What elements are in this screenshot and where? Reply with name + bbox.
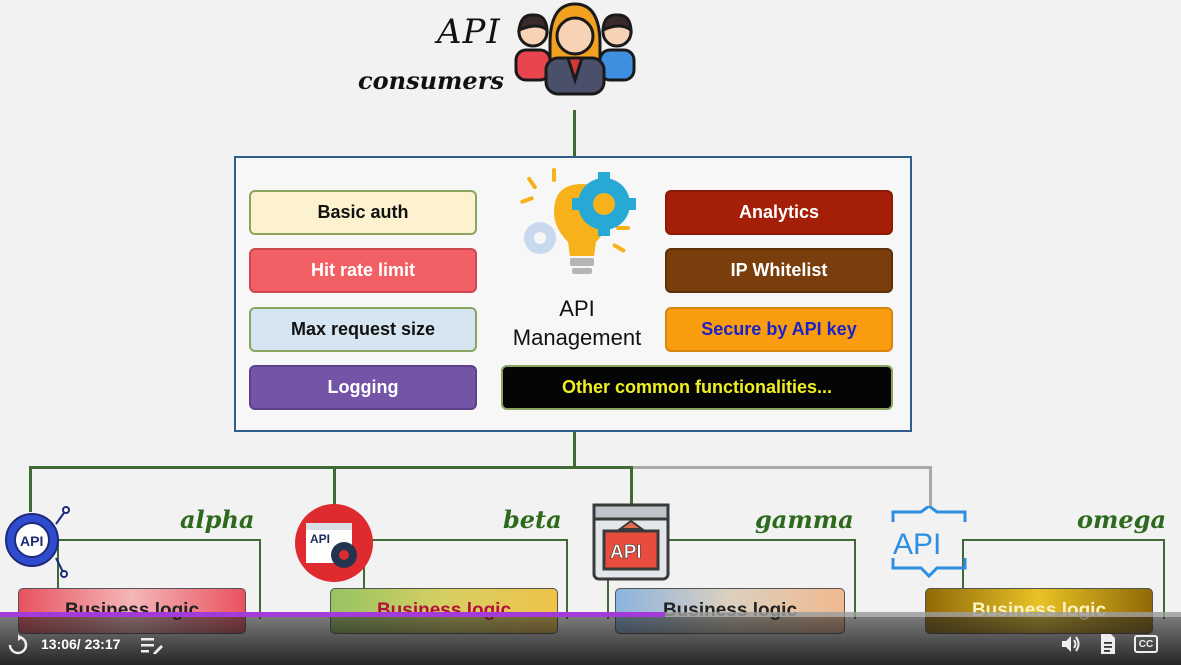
service-gamma-name: gamma bbox=[755, 505, 854, 534]
api-browser-window-icon: API bbox=[592, 503, 670, 581]
alpha-drop-line bbox=[29, 466, 32, 512]
svg-text:API: API bbox=[310, 532, 330, 546]
beta-drop-line bbox=[333, 466, 336, 510]
closed-captions-button[interactable]: CC bbox=[1134, 635, 1158, 653]
feature-hit-rate-limit: Hit rate limit bbox=[249, 248, 477, 293]
service-alpha-box bbox=[57, 539, 261, 619]
service-beta-name: beta bbox=[503, 505, 562, 534]
feature-logging: Logging bbox=[249, 365, 477, 410]
transcript-icon[interactable] bbox=[1099, 633, 1117, 655]
consumer-connector-line bbox=[573, 110, 576, 157]
feature-secure-by-api-key: Secure by API key bbox=[665, 307, 893, 352]
api-bracket-icon: API bbox=[891, 506, 967, 579]
feature-other-functionalities: Other common functionalities... bbox=[501, 365, 893, 410]
api-window-gear-icon: API bbox=[295, 504, 373, 582]
backend-bus-line bbox=[29, 466, 632, 469]
lightbulb-gear-icon bbox=[520, 168, 636, 274]
consumers-people-icon bbox=[514, 2, 636, 96]
service-omega-box bbox=[962, 539, 1165, 619]
video-progress-fill bbox=[0, 612, 665, 617]
consumers-api-label: API bbox=[437, 12, 501, 52]
omega-drop-line bbox=[929, 466, 932, 506]
service-beta-box bbox=[363, 539, 568, 619]
service-omega-name: omega bbox=[1077, 505, 1167, 534]
playlist-edit-icon[interactable] bbox=[140, 635, 164, 655]
gamma-drop-line bbox=[630, 466, 633, 506]
feature-analytics: Analytics bbox=[665, 190, 893, 235]
volume-icon[interactable] bbox=[1060, 634, 1082, 654]
api-gear-icon: API bbox=[5, 506, 70, 578]
backend-bus-line-faded bbox=[632, 466, 932, 469]
service-alpha-name: alpha bbox=[180, 505, 255, 534]
api-management-title: API Management bbox=[512, 296, 642, 350]
feature-max-request-size: Max request size bbox=[249, 307, 477, 352]
svg-text:API: API bbox=[20, 533, 43, 549]
video-controls-bar bbox=[0, 612, 1181, 665]
replay-icon[interactable] bbox=[7, 634, 29, 656]
svg-text:API: API bbox=[893, 528, 941, 561]
video-time-display: 13:06/ 23:17 bbox=[41, 636, 121, 652]
feature-ip-whitelist: IP Whitelist bbox=[665, 248, 893, 293]
consumers-label: consumers bbox=[358, 66, 504, 95]
gateway-down-line bbox=[573, 432, 576, 468]
svg-text:API: API bbox=[610, 542, 642, 563]
feature-basic-auth: Basic auth bbox=[249, 190, 477, 235]
